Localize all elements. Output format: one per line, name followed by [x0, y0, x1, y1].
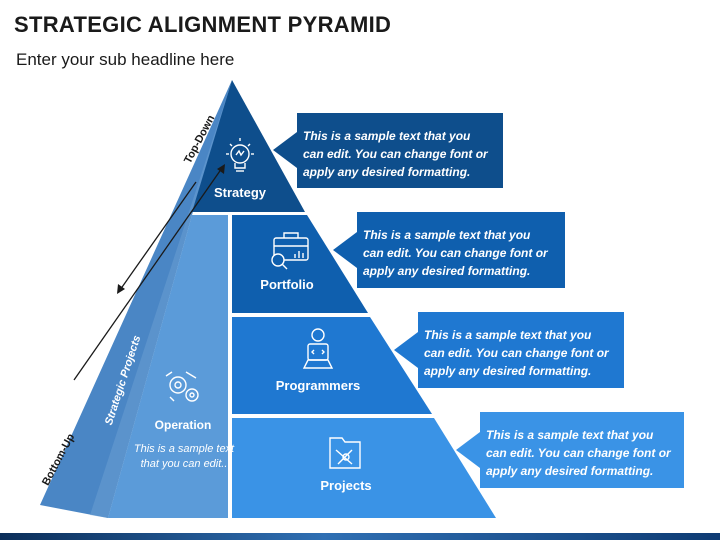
callout-text-3: This is a sample text that you can edit.…: [424, 328, 609, 378]
tier-projects-shape: [232, 418, 496, 518]
callout-text-2: This is a sample text that you can edit.…: [363, 228, 548, 278]
operation-text: This is a sample text that you can edit.…: [133, 443, 235, 470]
callout-box-2: [333, 212, 565, 288]
tier-label-strategy: Strategy: [213, 185, 267, 200]
callout-box-3: [394, 312, 624, 388]
tier-label-portfolio: Portfolio: [260, 277, 314, 292]
page-title: STRATEGIC ALIGNMENT PYRAMID: [14, 12, 392, 37]
gears-icon: [165, 371, 199, 402]
briefcase-chart-icon: [271, 232, 309, 270]
bottom-up-arrow: [73, 164, 225, 381]
operation-panel: [108, 215, 228, 518]
top-down-arrow: [117, 181, 197, 294]
operation-title: Operation: [154, 418, 212, 432]
callout-box-4: [456, 412, 684, 488]
callout-text-1: This is a sample text that you can edit.…: [303, 129, 488, 179]
tier-label-projects: Projects: [320, 478, 372, 493]
folder-tools-icon: [329, 437, 361, 469]
pyramid-side-face: [40, 80, 232, 518]
pyramid-side-face-inner: [90, 80, 232, 518]
page-subtitle: Enter your sub headline here: [16, 50, 235, 69]
laptop-code-icon: [302, 328, 334, 369]
lightbulb-icon: [226, 138, 254, 172]
tier-portfolio-shape: [232, 215, 368, 313]
tier-programmers-shape: [232, 317, 432, 414]
footer-bar: [0, 533, 720, 540]
tier-label-programmers: Programmers: [275, 378, 361, 393]
callout-text-4: This is a sample text that you can edit.…: [486, 428, 671, 478]
callout-box-1: [273, 113, 503, 188]
